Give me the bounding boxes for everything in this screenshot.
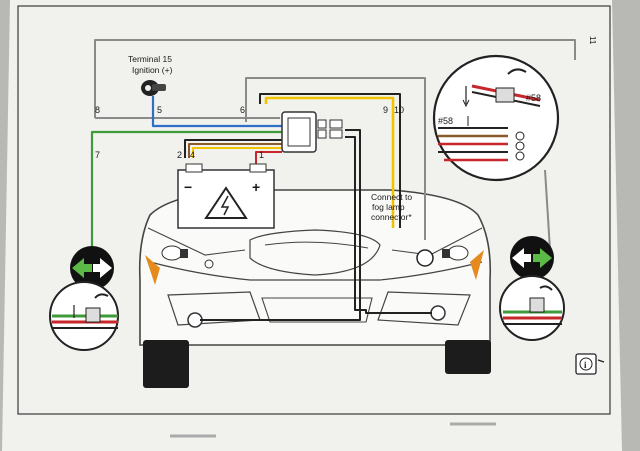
control-module (281, 111, 343, 153)
diagram-frame (17, 5, 611, 415)
wire-number-6: 6 (240, 105, 245, 115)
headlight-detail-zoom (432, 54, 560, 182)
right-fog-lamp (430, 305, 446, 321)
battery (177, 163, 275, 229)
wire-number-4: 4 (190, 150, 195, 160)
wire-number-7: 7 (95, 150, 100, 160)
battery-plus: + (252, 179, 260, 195)
left-turn-signal-badge (70, 246, 114, 290)
right-tyre (445, 340, 491, 374)
ignition-key-icon (141, 80, 166, 96)
headlight-symbol-icon (515, 131, 525, 161)
left-indicator-lamp (145, 255, 160, 285)
wire-number-10: 10 (394, 105, 404, 115)
wire-number-5: 5 (157, 105, 162, 115)
hash58-right-label: #58 (526, 93, 541, 103)
left-fog-lamp (187, 312, 203, 328)
battery-minus: − (184, 179, 192, 195)
wiring (90, 39, 576, 321)
fog-note-line1: Connect to (371, 192, 412, 202)
hash58-left-label: #58 (438, 116, 453, 126)
fog-note-line2: fog lamp (372, 202, 405, 212)
left-tyre (143, 340, 189, 388)
terminal-label-line1: Terminal 15 (128, 54, 172, 64)
right-headlight-bulb (442, 245, 469, 261)
turn-signal-arrows-icon (72, 258, 92, 278)
left-small-bulb (204, 259, 214, 269)
fog-connector-symbol (416, 249, 434, 267)
wire-number-1: 1 (259, 150, 264, 160)
left-detail-zoom (49, 281, 119, 351)
high-voltage-warning-icon (220, 195, 230, 216)
wire-number-9: 9 (383, 105, 388, 115)
fog-note-line3: connector* (371, 212, 412, 222)
right-indicator-lamp (470, 250, 484, 280)
info-manual-icon: i (575, 353, 605, 375)
terminal-label-line2: Ignition (+) (132, 65, 173, 75)
page-number: 11 (588, 36, 597, 45)
left-headlight-bulb (161, 245, 188, 261)
svg-text:i: i (584, 360, 587, 370)
wire-number-8: 8 (95, 105, 100, 115)
right-turn-signal-badge (510, 236, 554, 280)
wire-number-2: 2 (177, 150, 182, 160)
right-detail-zoom (499, 275, 565, 341)
